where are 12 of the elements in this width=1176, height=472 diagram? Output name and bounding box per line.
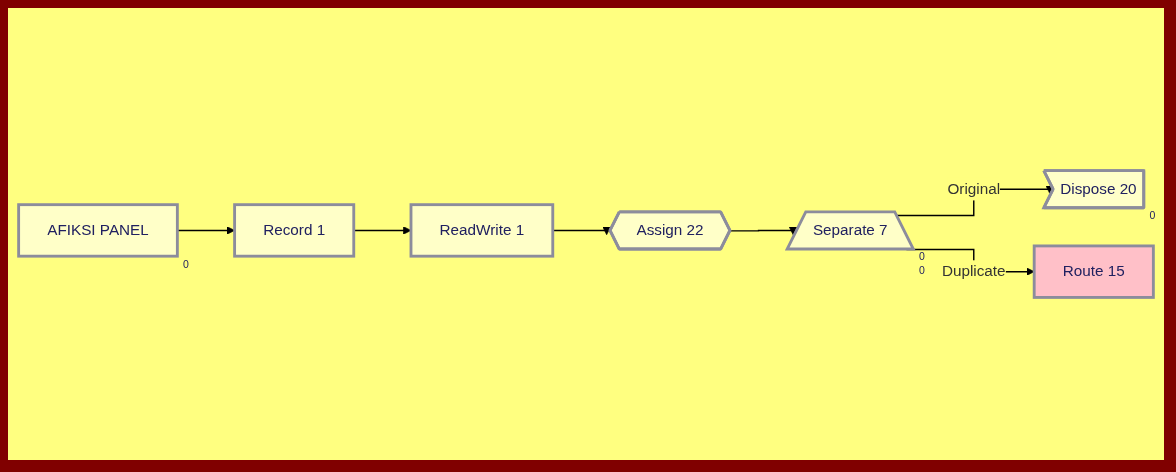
node-box: Record 1 <box>233 203 356 258</box>
counter-label: 0 <box>919 251 925 263</box>
counter-label: 0 <box>183 258 189 270</box>
node-box: ReadWrite 1 <box>409 203 555 258</box>
arrow <box>729 226 798 236</box>
node-box: AFIKSI PANEL <box>17 203 179 258</box>
counter-label: 0 <box>1149 210 1156 222</box>
arrow <box>552 226 611 236</box>
edge-label: Duplicate <box>941 263 1006 280</box>
counter-label: 0 <box>919 264 925 276</box>
edge-label: Original <box>947 180 1001 197</box>
node-box: Route 15 <box>1032 244 1155 299</box>
